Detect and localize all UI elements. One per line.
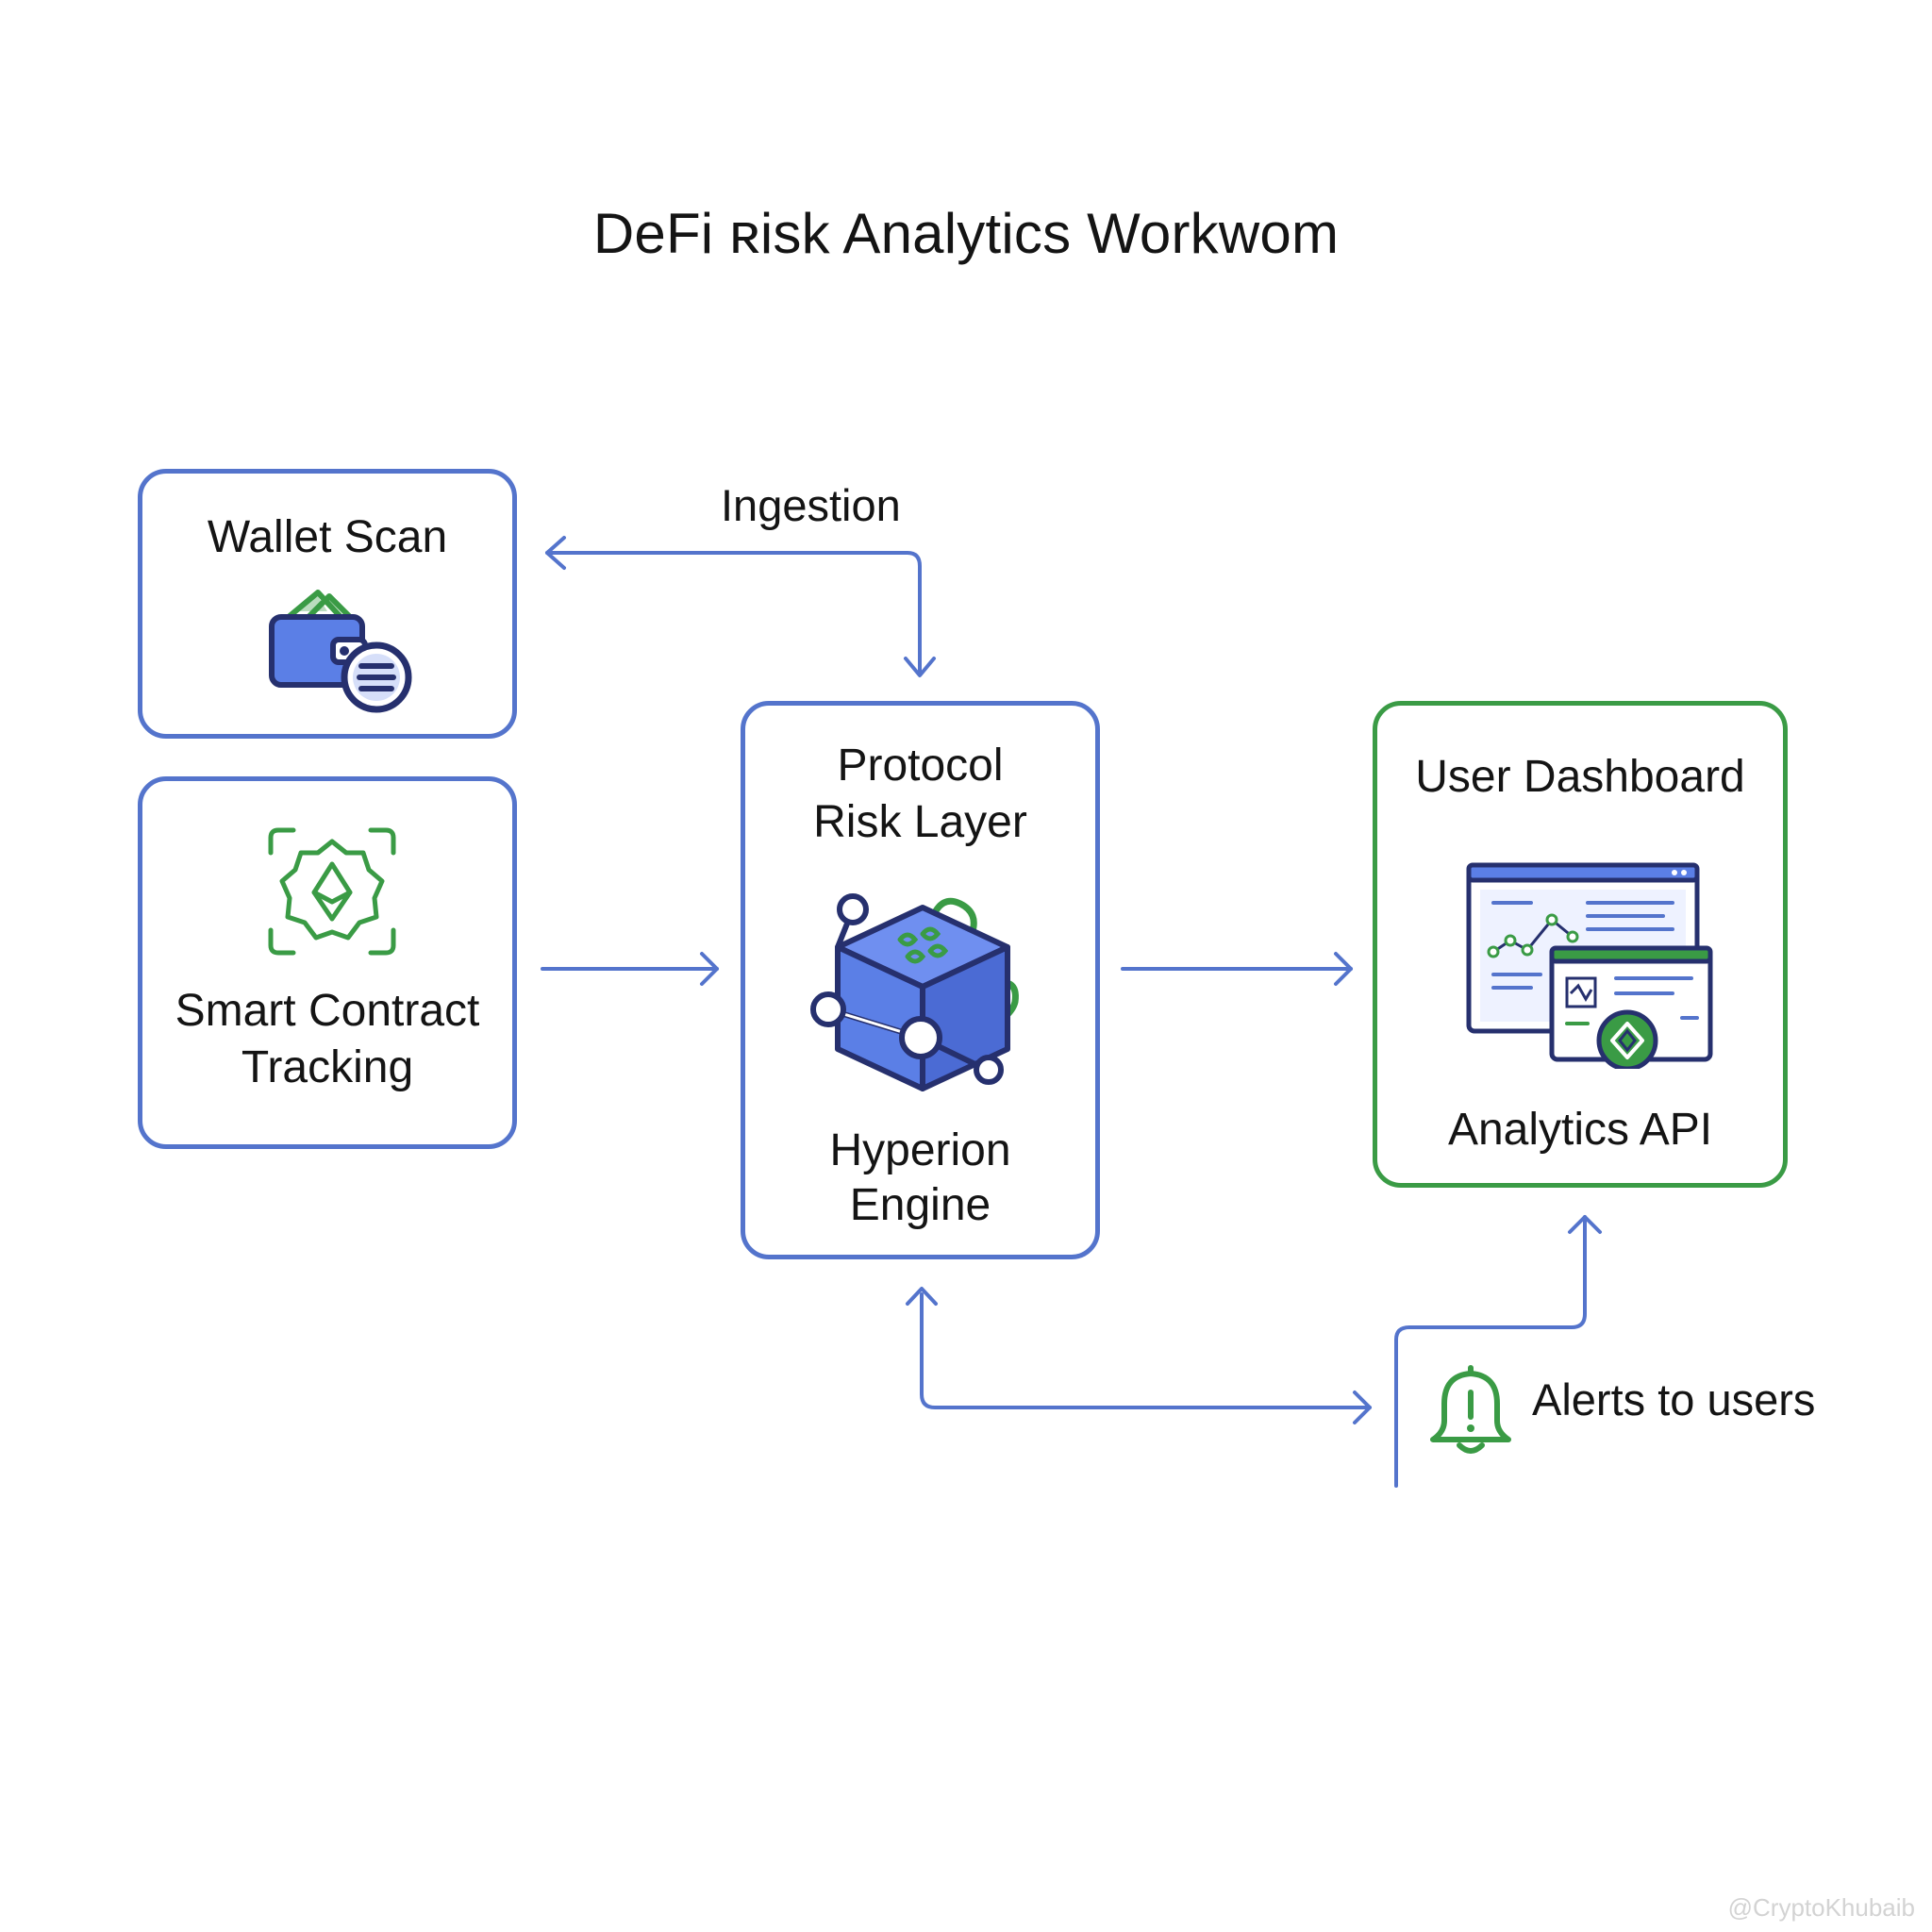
protocol-to-alerts-arrowhead-up xyxy=(906,1287,938,1306)
ingestion-label: Ingestion xyxy=(721,480,901,530)
wallet-scan-label: Wallet Scan xyxy=(207,512,448,562)
contract-to-protocol-arrowhead xyxy=(700,952,719,986)
smart-contract-label-line1: Smart Contract xyxy=(175,986,480,1036)
hyperion-label-line2: Engine xyxy=(849,1180,991,1230)
analytics-api-label: Analytics API xyxy=(1447,1105,1713,1155)
watermark: @CryptoKhubaib xyxy=(1727,1893,1915,1922)
bell-alert-icon xyxy=(1430,1365,1511,1454)
protocol-to-alerts-arrowhead-right xyxy=(1353,1391,1372,1424)
ingestion-arrowhead-down xyxy=(904,657,936,677)
user-dashboard-node[interactable]: User Dashboard xyxy=(1373,701,1788,1188)
protocol-risk-node[interactable]: Protocol Risk Layer Hyperion E xyxy=(741,701,1100,1259)
protocol-risk-label-line1: Protocol xyxy=(837,741,1004,791)
alerts-to-dashboard-connector xyxy=(1394,1215,1587,1488)
smart-contract-label-line2: Tracking xyxy=(241,1042,414,1092)
alerts-to-dashboard-arrowhead xyxy=(1568,1215,1602,1234)
dashboard-windows-icon xyxy=(1466,862,1713,1069)
diagram-title: DeFi ʀisk Analytics Workwom xyxy=(592,202,1340,265)
wallet-scan-node[interactable]: Wallet Scan xyxy=(138,469,517,739)
ingestion-connector xyxy=(545,551,922,674)
smart-contract-node[interactable]: Smart Contract Tracking xyxy=(138,776,517,1149)
wallet-icon xyxy=(269,590,412,713)
hyperion-label-line1: Hyperion xyxy=(829,1125,1011,1175)
user-dashboard-label: User Dashboard xyxy=(1415,752,1745,802)
protocol-to-dashboard-arrowhead xyxy=(1334,952,1353,986)
cube-network-icon xyxy=(810,893,1019,1091)
ingestion-arrowhead-left xyxy=(545,536,566,570)
ethereum-badge-icon xyxy=(268,827,396,956)
protocol-to-alerts-connector xyxy=(920,1292,1372,1409)
protocol-risk-label-line2: Risk Layer xyxy=(813,797,1027,847)
alerts-label: Alerts to users xyxy=(1532,1374,1816,1424)
